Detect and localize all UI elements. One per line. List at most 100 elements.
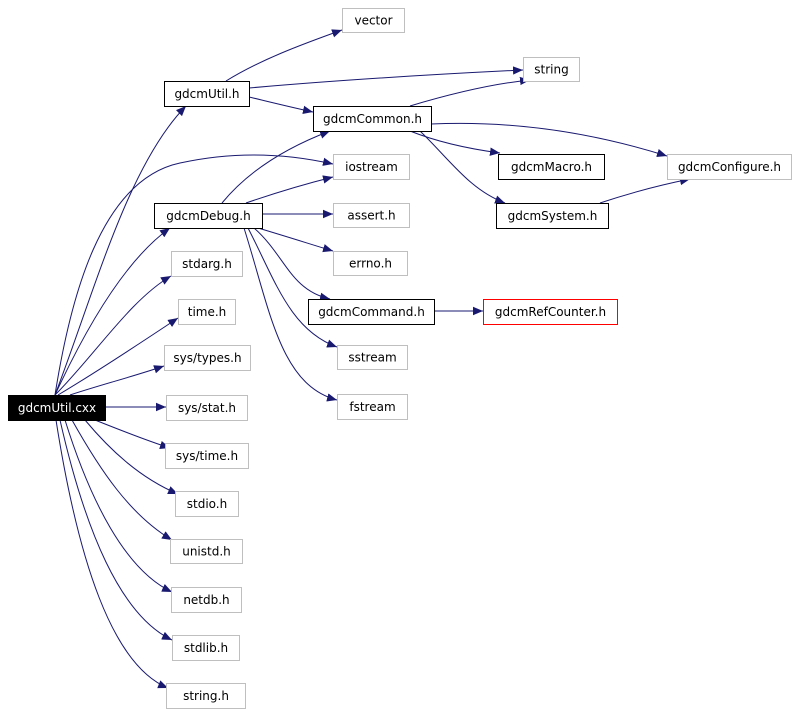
node-label: sys/time.h (176, 449, 238, 463)
node-root[interactable]: gdcmUtil.cxx (8, 395, 106, 421)
node-label: stdarg.h (182, 257, 232, 271)
node-box (333, 251, 408, 276)
edge-system-h-to-configure-h (599, 176, 691, 204)
node-label: unistd.h (182, 545, 231, 559)
edge-debug-h-to-errno-h (257, 227, 334, 253)
edge-common-h-to-configure-h (430, 122, 668, 158)
node-box (170, 539, 243, 564)
node-string[interactable]: string (523, 57, 580, 82)
edge-util-h-to-common-h (248, 96, 314, 114)
node-box (154, 203, 263, 229)
edge-root-to-stdlib-h (59, 419, 173, 641)
node-label: errno.h (349, 257, 392, 271)
node-box (313, 106, 432, 132)
node-label: vector (354, 14, 392, 28)
node-label: time.h (188, 305, 227, 319)
node-box (308, 299, 435, 325)
edge-root-to-unistd-h (71, 419, 173, 541)
node-box (333, 154, 410, 180)
node-label: iostream (345, 160, 398, 174)
node-box (166, 395, 248, 421)
node-refcounter-h[interactable]: gdcmRefCounter.h (483, 299, 618, 325)
node-sys-stat-h[interactable]: sys/stat.h (166, 395, 248, 421)
edge-layer (54, 29, 691, 689)
node-box (496, 203, 609, 229)
node-label: gdcmConfigure.h (678, 160, 781, 174)
edge-common-h-to-system-h (419, 130, 506, 204)
node-box (333, 203, 410, 228)
edge-root-to-time-h (57, 317, 179, 396)
node-errno-h[interactable]: errno.h (333, 251, 408, 276)
node-label: gdcmUtil.h (174, 87, 239, 101)
node-label: assert.h (347, 209, 395, 223)
node-label: sys/stat.h (178, 401, 236, 415)
node-configure-h[interactable]: gdcmConfigure.h (667, 154, 792, 180)
node-box (164, 345, 251, 371)
node-debug-h[interactable]: gdcmDebug.h (154, 203, 263, 229)
node-box (172, 635, 240, 661)
edge-util-h-to-string (248, 66, 524, 89)
node-string-h[interactable]: string.h (166, 683, 246, 709)
node-netdb-h[interactable]: netdb.h (171, 587, 242, 613)
node-time-h[interactable]: time.h (178, 299, 236, 325)
node-box (483, 299, 618, 325)
edge-root-to-netdb-h (64, 419, 173, 593)
node-box (667, 154, 792, 180)
node-label: stdlib.h (184, 641, 228, 655)
edge-root-to-stdio-h (84, 419, 179, 495)
node-box (337, 345, 408, 370)
node-sstream[interactable]: sstream (337, 345, 408, 370)
edge-debug-h-to-iostream (245, 175, 334, 204)
node-box (342, 8, 405, 33)
node-label: gdcmDebug.h (166, 209, 250, 223)
node-box (498, 154, 605, 180)
node-box (164, 81, 250, 107)
edge-debug-h-to-command-h (253, 227, 331, 301)
node-stdlib-h[interactable]: stdlib.h (172, 635, 240, 661)
node-assert-h[interactable]: assert.h (333, 203, 410, 228)
edge-debug-h-to-sstream (247, 227, 338, 348)
edge-root-to-sys-types-h (69, 365, 165, 396)
edge-root-to-iostream (54, 154, 334, 396)
node-sys-types-h[interactable]: sys/types.h (164, 345, 251, 371)
edge-debug-h-to-common-h (221, 130, 331, 204)
node-unistd-h[interactable]: unistd.h (170, 539, 243, 564)
node-macro-h[interactable]: gdcmMacro.h (498, 154, 605, 180)
edge-common-h-to-macro-h (409, 130, 501, 156)
node-label: string.h (183, 689, 229, 703)
node-label: gdcmCommand.h (318, 305, 425, 319)
node-label: string (534, 63, 568, 77)
node-box (171, 251, 243, 277)
node-box (175, 491, 239, 517)
node-box (337, 394, 408, 420)
node-layer: gdcmUtil.cxx gdcmUtil.h vector string gdcmCo… (8, 8, 792, 709)
node-label: sys/types.h (173, 351, 241, 365)
node-util-h[interactable]: gdcmUtil.h (164, 81, 250, 107)
node-fstream[interactable]: fstream (337, 394, 408, 420)
node-label: gdcmMacro.h (511, 160, 592, 174)
edge-root-to-string-h (55, 419, 169, 689)
node-label: gdcmUtil.cxx (18, 401, 96, 415)
node-iostream[interactable]: iostream (333, 154, 410, 180)
node-label: stdio.h (187, 497, 227, 511)
node-box (166, 683, 246, 709)
node-label: fstream (349, 400, 395, 414)
node-sys-time-h[interactable]: sys/time.h (165, 443, 249, 469)
node-system-h[interactable]: gdcmSystem.h (496, 203, 609, 229)
edge-util-h-to-vector (225, 29, 343, 82)
node-common-h[interactable]: gdcmCommon.h (313, 106, 432, 132)
node-label: gdcmSystem.h (508, 209, 598, 223)
node-vector[interactable]: vector (342, 8, 405, 33)
edge-common-h-to-string (409, 76, 531, 107)
node-box (178, 299, 236, 325)
node-box (523, 57, 580, 82)
edge-root-to-stdarg-h (54, 275, 172, 396)
node-box (8, 395, 106, 421)
node-stdio-h[interactable]: stdio.h (175, 491, 239, 517)
node-box (171, 587, 242, 613)
node-label: netdb.h (183, 593, 229, 607)
node-stdarg-h[interactable]: stdarg.h (171, 251, 243, 277)
edge-root-to-util-h (54, 105, 187, 396)
node-command-h[interactable]: gdcmCommand.h (308, 299, 435, 325)
